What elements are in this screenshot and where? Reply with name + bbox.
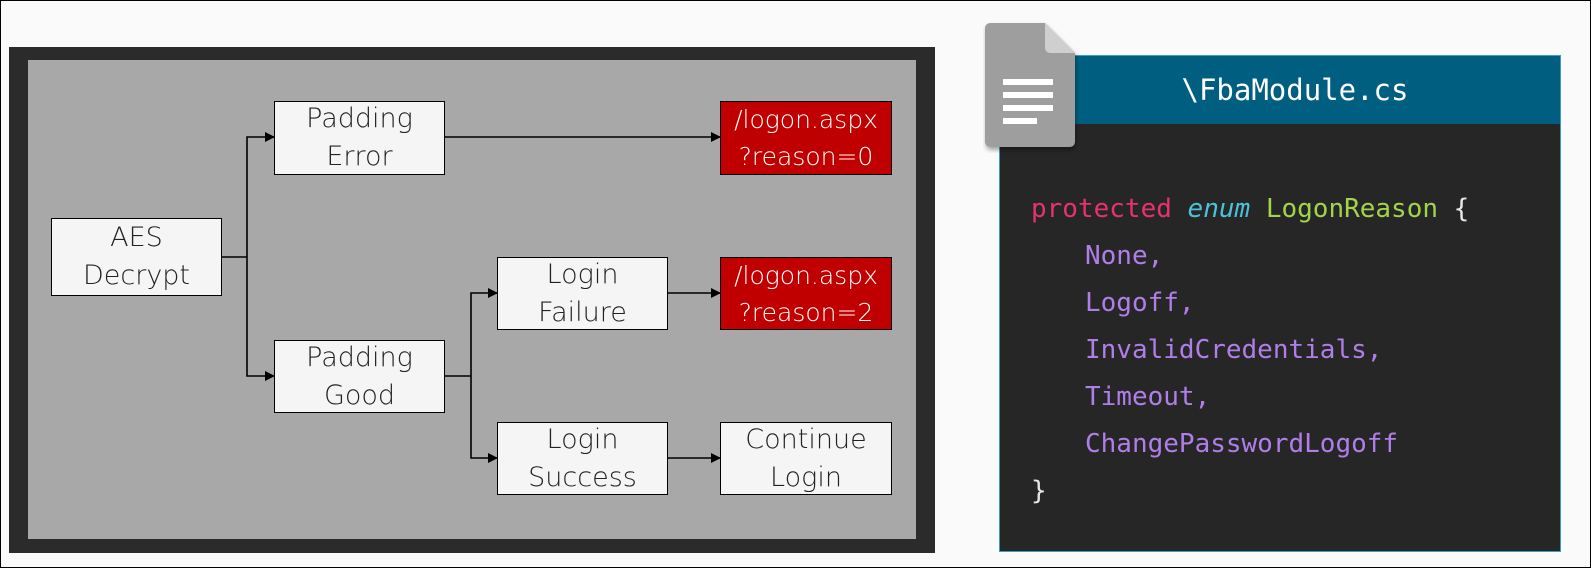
- node-login-success: Login Success: [497, 422, 668, 495]
- code-line-member: Timeout,: [1031, 374, 1469, 421]
- code-filename-header: \FbaModule.cs: [1000, 56, 1560, 124]
- code-filename: \FbaModule.cs: [1181, 73, 1409, 107]
- edge-aes-to-padding-good: [246, 257, 275, 381]
- code-line-close: }: [1031, 468, 1469, 515]
- enum-member: Logoff,: [1085, 288, 1195, 318]
- node-redirect-reason-2: /logon.aspx ?reason=2: [720, 257, 892, 330]
- open-brace: {: [1453, 194, 1470, 224]
- close-brace: }: [1031, 476, 1047, 506]
- flowchart-connectors: [221, 132, 721, 463]
- enum-member: ChangePasswordLogoff: [1085, 429, 1399, 459]
- edge-aes-to-padding-error: [246, 132, 275, 257]
- keyword-enum: enum: [1187, 194, 1251, 224]
- node-login-failure: Login Failure: [497, 257, 668, 330]
- node-padding-error: Padding Error: [274, 101, 445, 175]
- edge-padding-good-to-login-success: [470, 376, 498, 463]
- code-line-declaration: protected enum LogonReason {: [1031, 186, 1469, 233]
- node-aes-decrypt: AES Decrypt: [51, 218, 222, 296]
- edge-padding-good-to-login-failure: [470, 288, 498, 376]
- code-line-member: ChangePasswordLogoff: [1031, 421, 1469, 468]
- enum-member: None,: [1085, 241, 1164, 271]
- node-redirect-reason-0: /logon.aspx ?reason=0: [720, 101, 892, 175]
- enum-member: InvalidCredentials,: [1085, 335, 1383, 365]
- enum-type-name: LogonReason: [1265, 194, 1439, 224]
- code-line-member: None,: [1031, 233, 1469, 280]
- code-body: protected enum LogonReason { None, Logoff,…: [1031, 186, 1469, 515]
- flowchart-canvas: AES Decrypt Padding Error Padding Good L…: [28, 60, 916, 539]
- code-panel: \FbaModule.cs protected enum LogonReason…: [999, 55, 1561, 552]
- code-line-member: InvalidCredentials,: [1031, 327, 1469, 374]
- enum-member: Timeout,: [1085, 382, 1211, 412]
- node-padding-good: Padding Good: [274, 340, 445, 413]
- keyword-protected: protected: [1031, 194, 1172, 224]
- flowchart-panel: AES Decrypt Padding Error Padding Good L…: [9, 47, 935, 553]
- node-continue-login: Continue Login: [720, 422, 892, 495]
- document-icon: [985, 23, 1075, 147]
- code-line-member: Logoff,: [1031, 280, 1469, 327]
